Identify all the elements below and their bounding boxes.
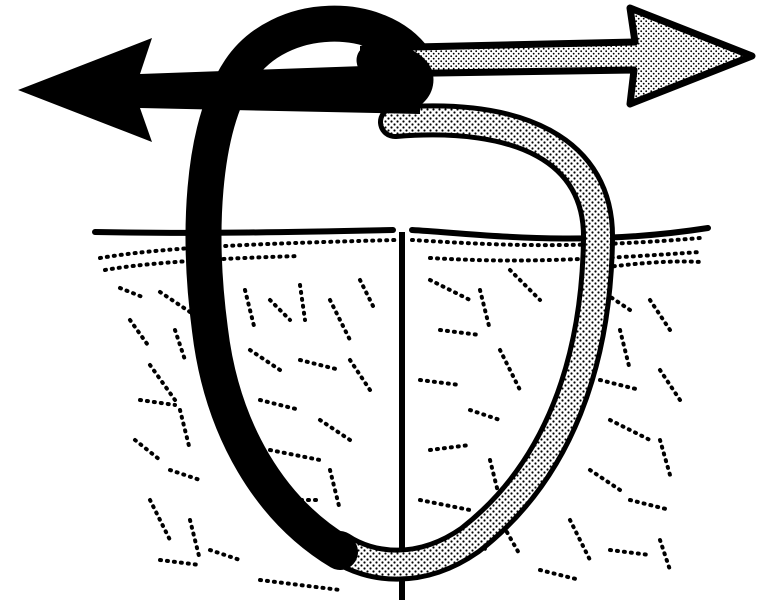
stippled-suture-strand [340, 120, 598, 564]
